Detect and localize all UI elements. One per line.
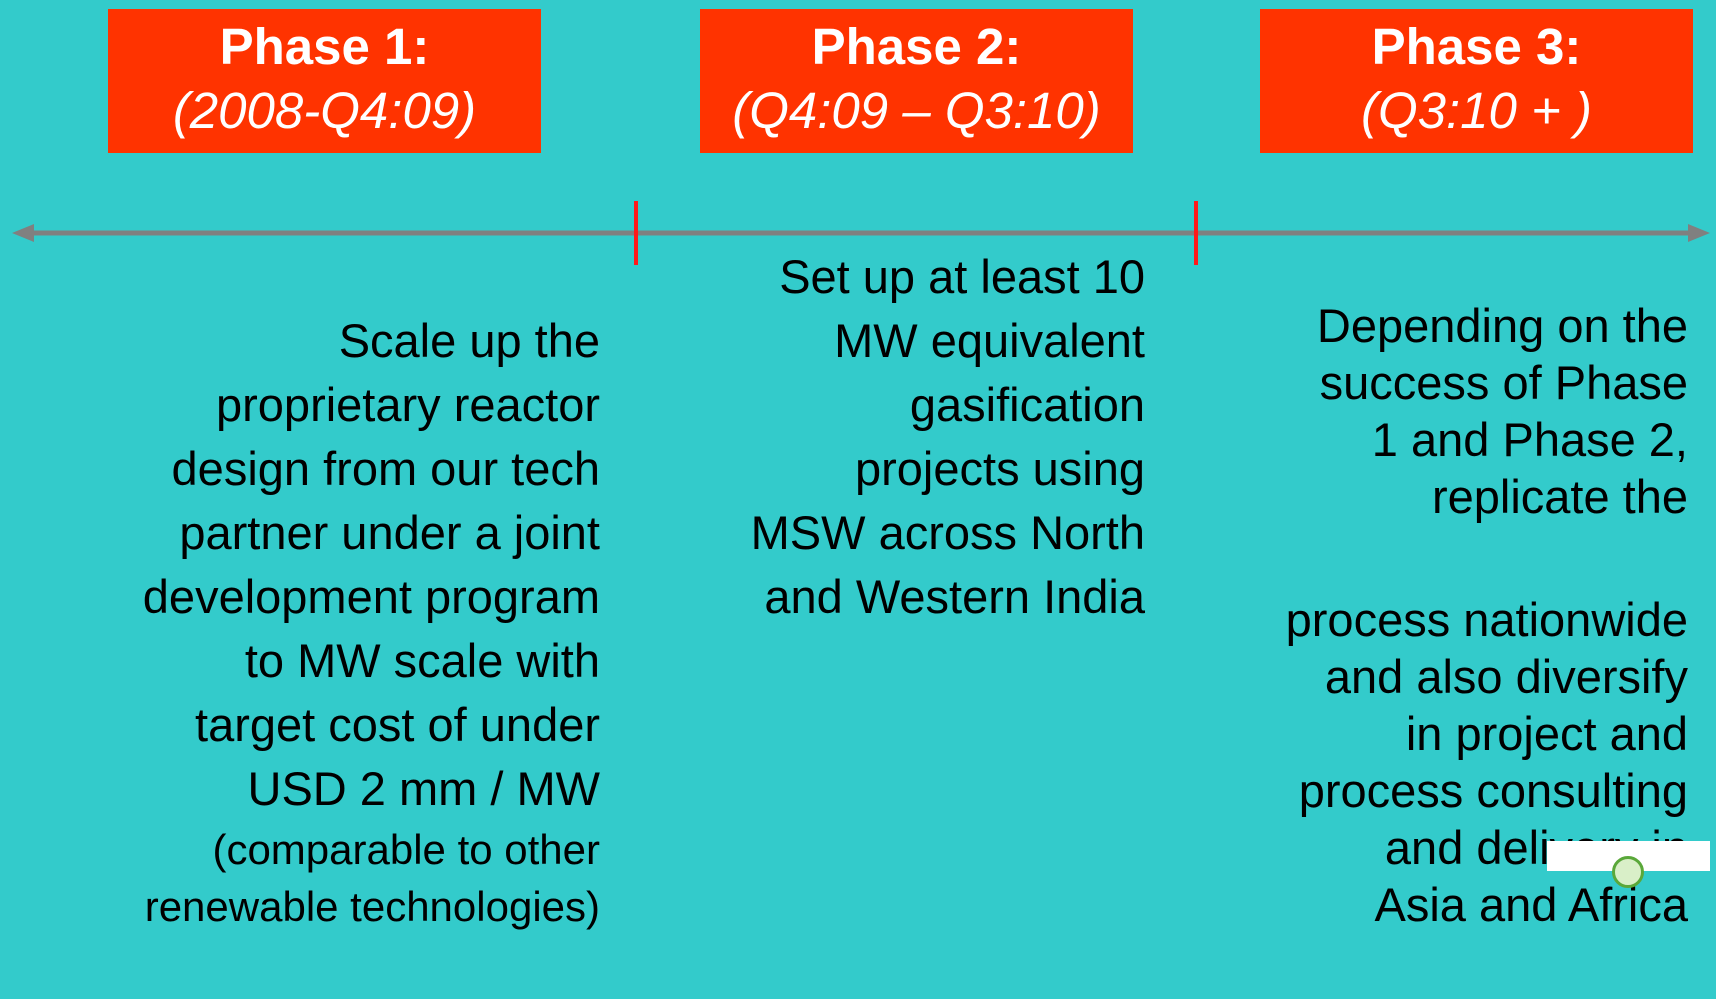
phase-2-range: (Q4:09 – Q3:10) <box>732 82 1101 139</box>
logo-icon <box>1612 856 1644 888</box>
timeline <box>12 201 1710 265</box>
phase-3-description-part-2: process nationwide and also diversify in… <box>1285 593 1688 931</box>
phase-3-description: Depending on the success of Phase 1 and … <box>1180 240 1688 990</box>
phase-1-description-main: Scale up the proprietary reactor design … <box>142 314 600 815</box>
phase-3-box: Phase 3: (Q3:10 + ) <box>1260 9 1693 153</box>
phase-1-box: Phase 1: (2008-Q4:09) <box>108 9 541 153</box>
phase-2-title: Phase 2: <box>811 18 1022 75</box>
phase-3-range: (Q3:10 + ) <box>1360 82 1593 139</box>
phase-1-description-note: (comparable to other renewable technolog… <box>144 826 600 930</box>
phase-1-title: Phase 1: <box>219 18 430 75</box>
phase-2-description: Set up at least 10 MW equivalent gasific… <box>750 250 1145 623</box>
phase-3-description-part-1: Depending on the success of Phase 1 and … <box>1316 299 1688 523</box>
phase-3-title: Phase 3: <box>1371 18 1582 75</box>
phase-2-box: Phase 2: (Q4:09 – Q3:10) <box>700 9 1133 153</box>
arrowhead-left-icon <box>12 224 34 242</box>
arrowhead-right-icon <box>1688 224 1710 242</box>
phase-1-range: (2008-Q4:09) <box>172 82 477 139</box>
phase-1-description: Scale up the proprietary reactor design … <box>20 245 600 999</box>
